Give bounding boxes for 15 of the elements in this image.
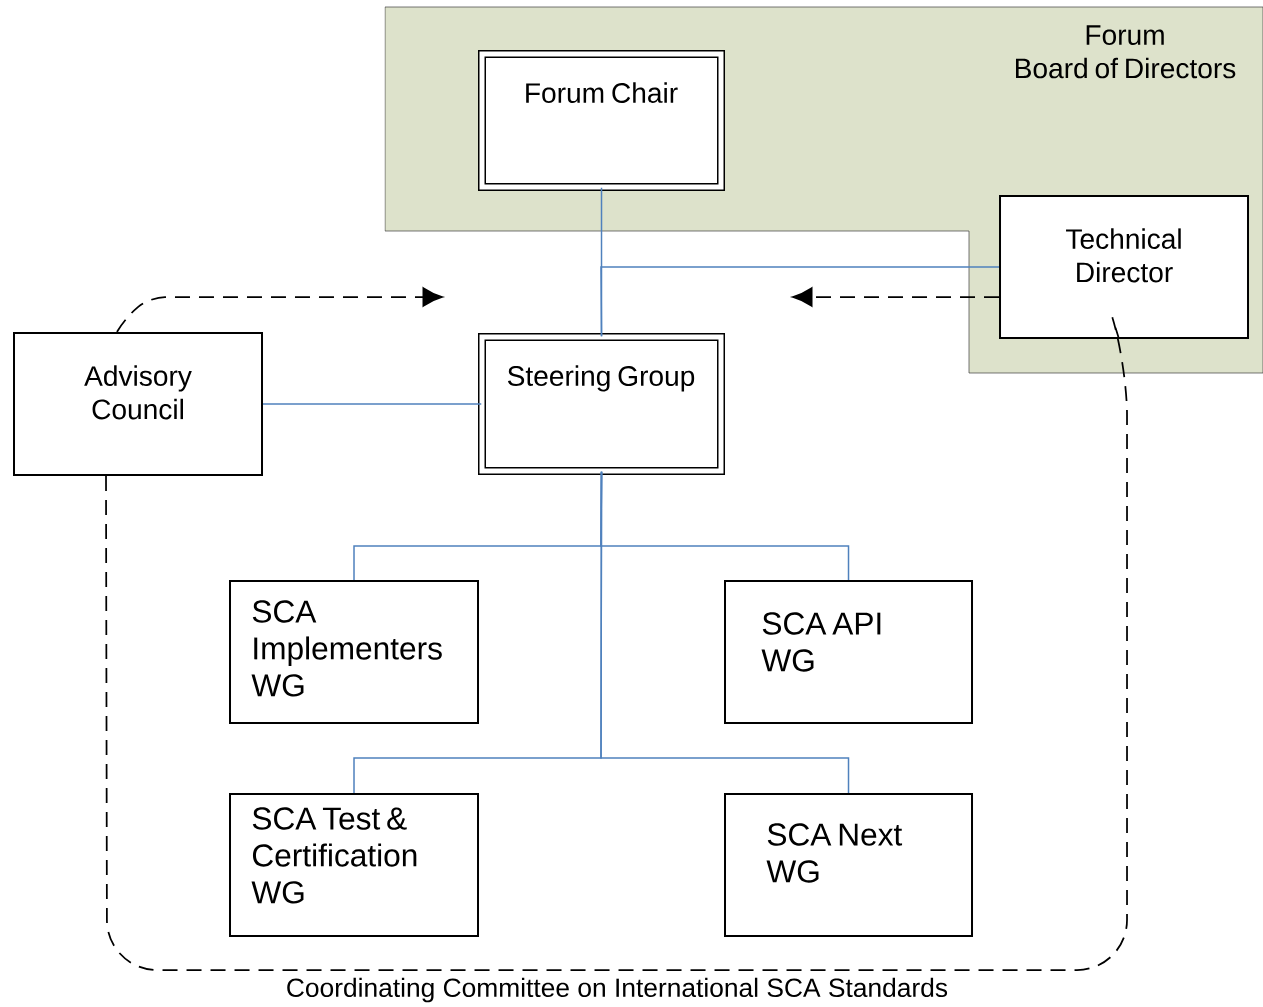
working-group-box: SCA Next WG bbox=[724, 793, 973, 937]
working-group-box: SCA API WG bbox=[724, 580, 973, 724]
council-box: Advisory Council bbox=[13, 332, 263, 476]
chair-box: Forum Chair bbox=[478, 50, 725, 191]
committee-boundary bbox=[105, 316, 1128, 971]
connector-line bbox=[600, 471, 850, 794]
director-box: Technical Director bbox=[999, 195, 1249, 339]
dashed-arrow bbox=[116, 287, 443, 333]
working-group-box: SCA Test & Certification WG bbox=[229, 793, 479, 937]
connector-line bbox=[262, 403, 482, 405]
connector-line bbox=[600, 266, 1000, 337]
edge-label: Coordinating Committee on International SCA Standards bbox=[284, 975, 950, 1005]
working-group-box: SCA Implementers WG bbox=[229, 580, 479, 724]
steering-box: Steering Group bbox=[478, 333, 725, 475]
dashed-arrow bbox=[792, 287, 1000, 307]
